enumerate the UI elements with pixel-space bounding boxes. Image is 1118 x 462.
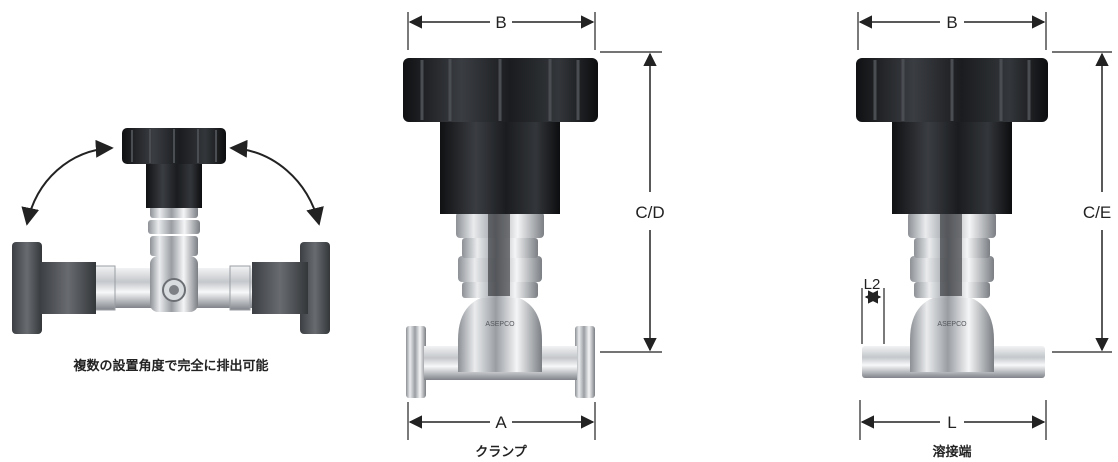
weld-dim-ce: C/E: [1083, 203, 1111, 222]
left-valve-illustration: [12, 128, 330, 334]
weld-dim-l: L: [947, 413, 956, 432]
weld-valve-illustration: ASEPCO: [856, 58, 1048, 378]
caption-drainable: 複数の設置角度で完全に排出可能: [72, 358, 268, 374]
clamp-dim-cd: C/D: [635, 203, 664, 222]
clamp-dim-b: B: [495, 13, 506, 32]
swing-arrow-left: [21, 139, 114, 226]
caption-weld: 溶接端: [932, 444, 971, 460]
clamp-dimensions: B C/D A: [407, 12, 665, 440]
svg-text:ASEPCO: ASEPCO: [937, 321, 967, 328]
weld-dim-b: B: [946, 13, 957, 32]
caption-clamp: クランプ: [475, 445, 528, 460]
clamp-valve-illustration: ASEPCO: [403, 58, 598, 398]
swing-arrow-right: [229, 139, 324, 226]
weld-dim-l2: L2: [864, 276, 881, 293]
clamp-dim-a: A: [495, 413, 507, 432]
weld-dimensions: B C/E L2 L: [857, 12, 1112, 440]
svg-text:ASEPCO: ASEPCO: [485, 321, 515, 328]
